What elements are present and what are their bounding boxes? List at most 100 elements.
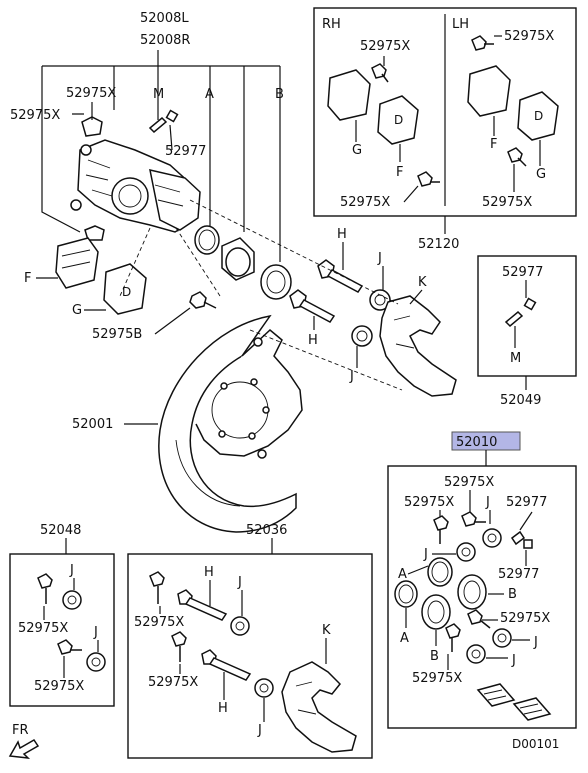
bolt-rh-top bbox=[371, 63, 389, 83]
washer-52048-b bbox=[86, 652, 106, 672]
bolts-52036-lower bbox=[171, 631, 274, 698]
label-52975x-52036-a[interactable]: 52975X bbox=[134, 615, 184, 630]
label-52975x-b[interactable]: 52975X bbox=[10, 108, 60, 123]
label-52975x-kit-4[interactable]: 52975X bbox=[412, 671, 462, 686]
label-52975x-52048-a[interactable]: 52975X bbox=[18, 621, 68, 636]
label-g-rh[interactable]: G bbox=[352, 143, 362, 158]
label-52975x-rh-bottom[interactable]: 52975X bbox=[340, 195, 390, 210]
dust-shield bbox=[158, 314, 303, 533]
brake-pad-f-left bbox=[55, 237, 99, 289]
kit-bolts-bottom bbox=[445, 609, 512, 664]
label-52001[interactable]: 52001 bbox=[72, 417, 113, 432]
label-f-rh[interactable]: F bbox=[396, 165, 403, 180]
label-52975x-kit-2[interactable]: 52975X bbox=[404, 495, 454, 510]
label-52975x-52036-b[interactable]: 52975X bbox=[148, 675, 198, 690]
label-52975x-kit-top[interactable]: 52975X bbox=[444, 475, 494, 490]
svg-text:D: D bbox=[534, 109, 543, 123]
leader-52008-bracket bbox=[41, 50, 281, 262]
guide-pin-h-upper bbox=[317, 259, 364, 293]
label-h-52036-b[interactable]: H bbox=[218, 701, 228, 716]
label-52975x-52048-b[interactable]: 52975X bbox=[34, 679, 84, 694]
label-52975x-kit-3[interactable]: 52975X bbox=[500, 611, 550, 626]
label-b-kit-2[interactable]: B bbox=[430, 649, 439, 664]
fr-arrow-icon bbox=[8, 739, 40, 759]
label-j-kit-4[interactable]: J bbox=[511, 653, 516, 668]
box-52036 bbox=[127, 553, 373, 759]
piston-seal-a bbox=[194, 225, 220, 255]
bolt-52975b bbox=[189, 291, 217, 309]
brake-pad-f-rh: D bbox=[377, 95, 419, 145]
label-52977-kit-1[interactable]: 52977 bbox=[506, 495, 547, 510]
leader-52975b bbox=[154, 307, 191, 335]
label-52049[interactable]: 52049 bbox=[500, 393, 541, 408]
label-h-52036-a[interactable]: H bbox=[204, 565, 214, 580]
box-52048 bbox=[9, 553, 115, 707]
label-a-kit-1[interactable]: A bbox=[398, 567, 407, 582]
label-f-lh[interactable]: F bbox=[490, 137, 497, 152]
kit-bolts-top bbox=[433, 511, 533, 562]
label-j-52048-b[interactable]: J bbox=[93, 625, 98, 640]
label-b-kit-1[interactable]: B bbox=[508, 587, 517, 602]
label-lh[interactable]: LH bbox=[452, 17, 469, 32]
label-52975x-a[interactable]: 52975X bbox=[66, 86, 116, 101]
bolt-lh-bottom bbox=[507, 147, 527, 167]
label-f-left[interactable]: F bbox=[24, 271, 31, 286]
label-52008l[interactable]: 52008L bbox=[140, 11, 189, 26]
label-a-kit-2[interactable]: A bbox=[400, 631, 409, 646]
diagram-code[interactable]: D00101 bbox=[512, 737, 559, 751]
brake-pad-g-lh: D bbox=[517, 91, 559, 141]
label-k-top[interactable]: K bbox=[418, 275, 427, 290]
label-j-kit-3[interactable]: J bbox=[533, 635, 538, 650]
bracket-k-52036 bbox=[281, 661, 357, 753]
bolt-rh-bottom bbox=[417, 171, 440, 187]
bolt-52048-b bbox=[57, 639, 82, 655]
label-g-lh[interactable]: G bbox=[536, 167, 546, 182]
guide-pin-h-lower bbox=[289, 289, 336, 323]
label-h-upper[interactable]: H bbox=[337, 227, 347, 242]
label-52975x-lh-bottom[interactable]: 52975X bbox=[482, 195, 532, 210]
label-m-box[interactable]: M bbox=[510, 351, 521, 366]
label-j-kit-1[interactable]: J bbox=[485, 495, 490, 510]
label-j-52036-a[interactable]: J bbox=[237, 575, 242, 590]
label-a-top[interactable]: A bbox=[205, 87, 214, 102]
label-j-lower[interactable]: J bbox=[349, 369, 354, 384]
label-52975b[interactable]: 52975B bbox=[92, 327, 142, 342]
washer-j-lower bbox=[351, 325, 373, 347]
label-m-top[interactable]: M bbox=[153, 87, 164, 102]
label-h-lower[interactable]: H bbox=[308, 333, 318, 348]
leader-k-top bbox=[409, 289, 423, 305]
label-j-52048-a[interactable]: J bbox=[69, 563, 74, 578]
label-52975x-rh-top[interactable]: 52975X bbox=[360, 39, 410, 54]
label-g-left[interactable]: G bbox=[72, 303, 82, 318]
label-52010[interactable]: 52010 bbox=[456, 435, 497, 450]
brake-pad-g-left: D bbox=[103, 263, 147, 315]
label-52048[interactable]: 52048 bbox=[40, 523, 81, 538]
kit-seals bbox=[394, 557, 487, 630]
label-52977-top[interactable]: 52977 bbox=[165, 144, 206, 159]
label-j-kit-2[interactable]: J bbox=[423, 547, 428, 562]
washer-52048-a bbox=[62, 590, 82, 610]
label-rh[interactable]: RH bbox=[322, 17, 341, 32]
label-52120[interactable]: 52120 bbox=[418, 237, 459, 252]
label-52975x-lh-top[interactable]: 52975X bbox=[504, 29, 554, 44]
leader-52975x-b bbox=[41, 112, 84, 233]
piston bbox=[221, 237, 255, 281]
label-j-52036-b[interactable]: J bbox=[257, 723, 262, 738]
label-52977-kit-2[interactable]: 52977 bbox=[498, 567, 539, 582]
label-52977-box[interactable]: 52977 bbox=[502, 265, 543, 280]
box-52049 bbox=[477, 255, 577, 377]
brake-pad-g-rh bbox=[327, 69, 371, 121]
label-fr[interactable]: FR bbox=[12, 723, 29, 738]
label-j-upper[interactable]: J bbox=[377, 251, 382, 266]
label-k-52036[interactable]: K bbox=[322, 623, 331, 638]
leader-52977-top bbox=[169, 124, 173, 151]
svg-text:D: D bbox=[122, 285, 131, 299]
svg-text:D: D bbox=[394, 113, 403, 127]
grease-packets bbox=[476, 683, 552, 721]
label-52008r[interactable]: 52008R bbox=[140, 33, 190, 48]
label-52036[interactable]: 52036 bbox=[246, 523, 287, 538]
label-b-top[interactable]: B bbox=[275, 87, 284, 102]
bolt-52048-a bbox=[37, 573, 53, 604]
